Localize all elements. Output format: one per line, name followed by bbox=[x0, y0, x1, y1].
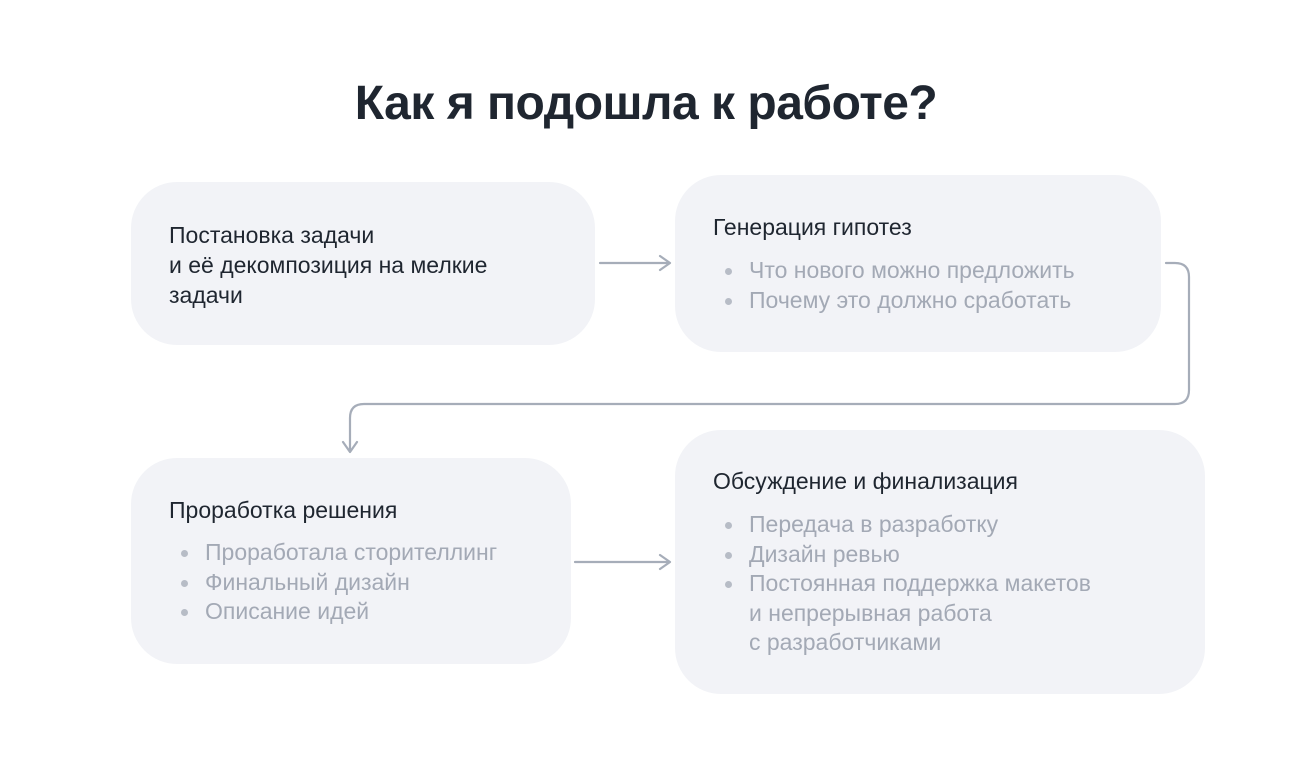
step-title: Обсуждение и финализация bbox=[713, 468, 1018, 494]
list-item: Передача в разработку bbox=[725, 510, 1091, 540]
page-title: Как я подошла к работе? bbox=[354, 77, 938, 130]
step-bullet-list: Проработала сторителлинг Финальный дизай… bbox=[181, 538, 497, 627]
list-item: Почему это должно сработать bbox=[725, 286, 1075, 316]
list-item: Проработала сторителлинг bbox=[181, 538, 497, 568]
step-bullet-list: Передача в разработку Дизайн ревью Посто… bbox=[725, 510, 1091, 658]
step-title: Постановка задачи и её декомпозиция на м… bbox=[169, 222, 488, 308]
list-item: Что нового можно предложить bbox=[725, 256, 1075, 286]
step-card-hypotheses: Генерация гипотез Что нового можно предл… bbox=[675, 175, 1161, 352]
list-item: Дизайн ревью bbox=[725, 540, 1091, 570]
step-bullet-list: Что нового можно предложить Почему это д… bbox=[725, 256, 1075, 315]
step-title: Генерация гипотез bbox=[713, 214, 912, 240]
step-card-task-setting: Постановка задачи и её декомпозиция на м… bbox=[131, 182, 595, 345]
step-title: Проработка решения bbox=[169, 497, 398, 523]
list-item: Постоянная поддержка макетов и непрерывн… bbox=[725, 569, 1091, 658]
list-item: Описание идей bbox=[181, 597, 497, 627]
arrow-right-icon bbox=[598, 254, 672, 272]
step-card-discussion: Обсуждение и финализация Передача в разр… bbox=[675, 430, 1205, 694]
step-card-solution: Проработка решения Проработала сторителл… bbox=[131, 458, 571, 664]
list-item: Финальный дизайн bbox=[181, 568, 497, 598]
arrow-right-icon bbox=[573, 553, 672, 571]
